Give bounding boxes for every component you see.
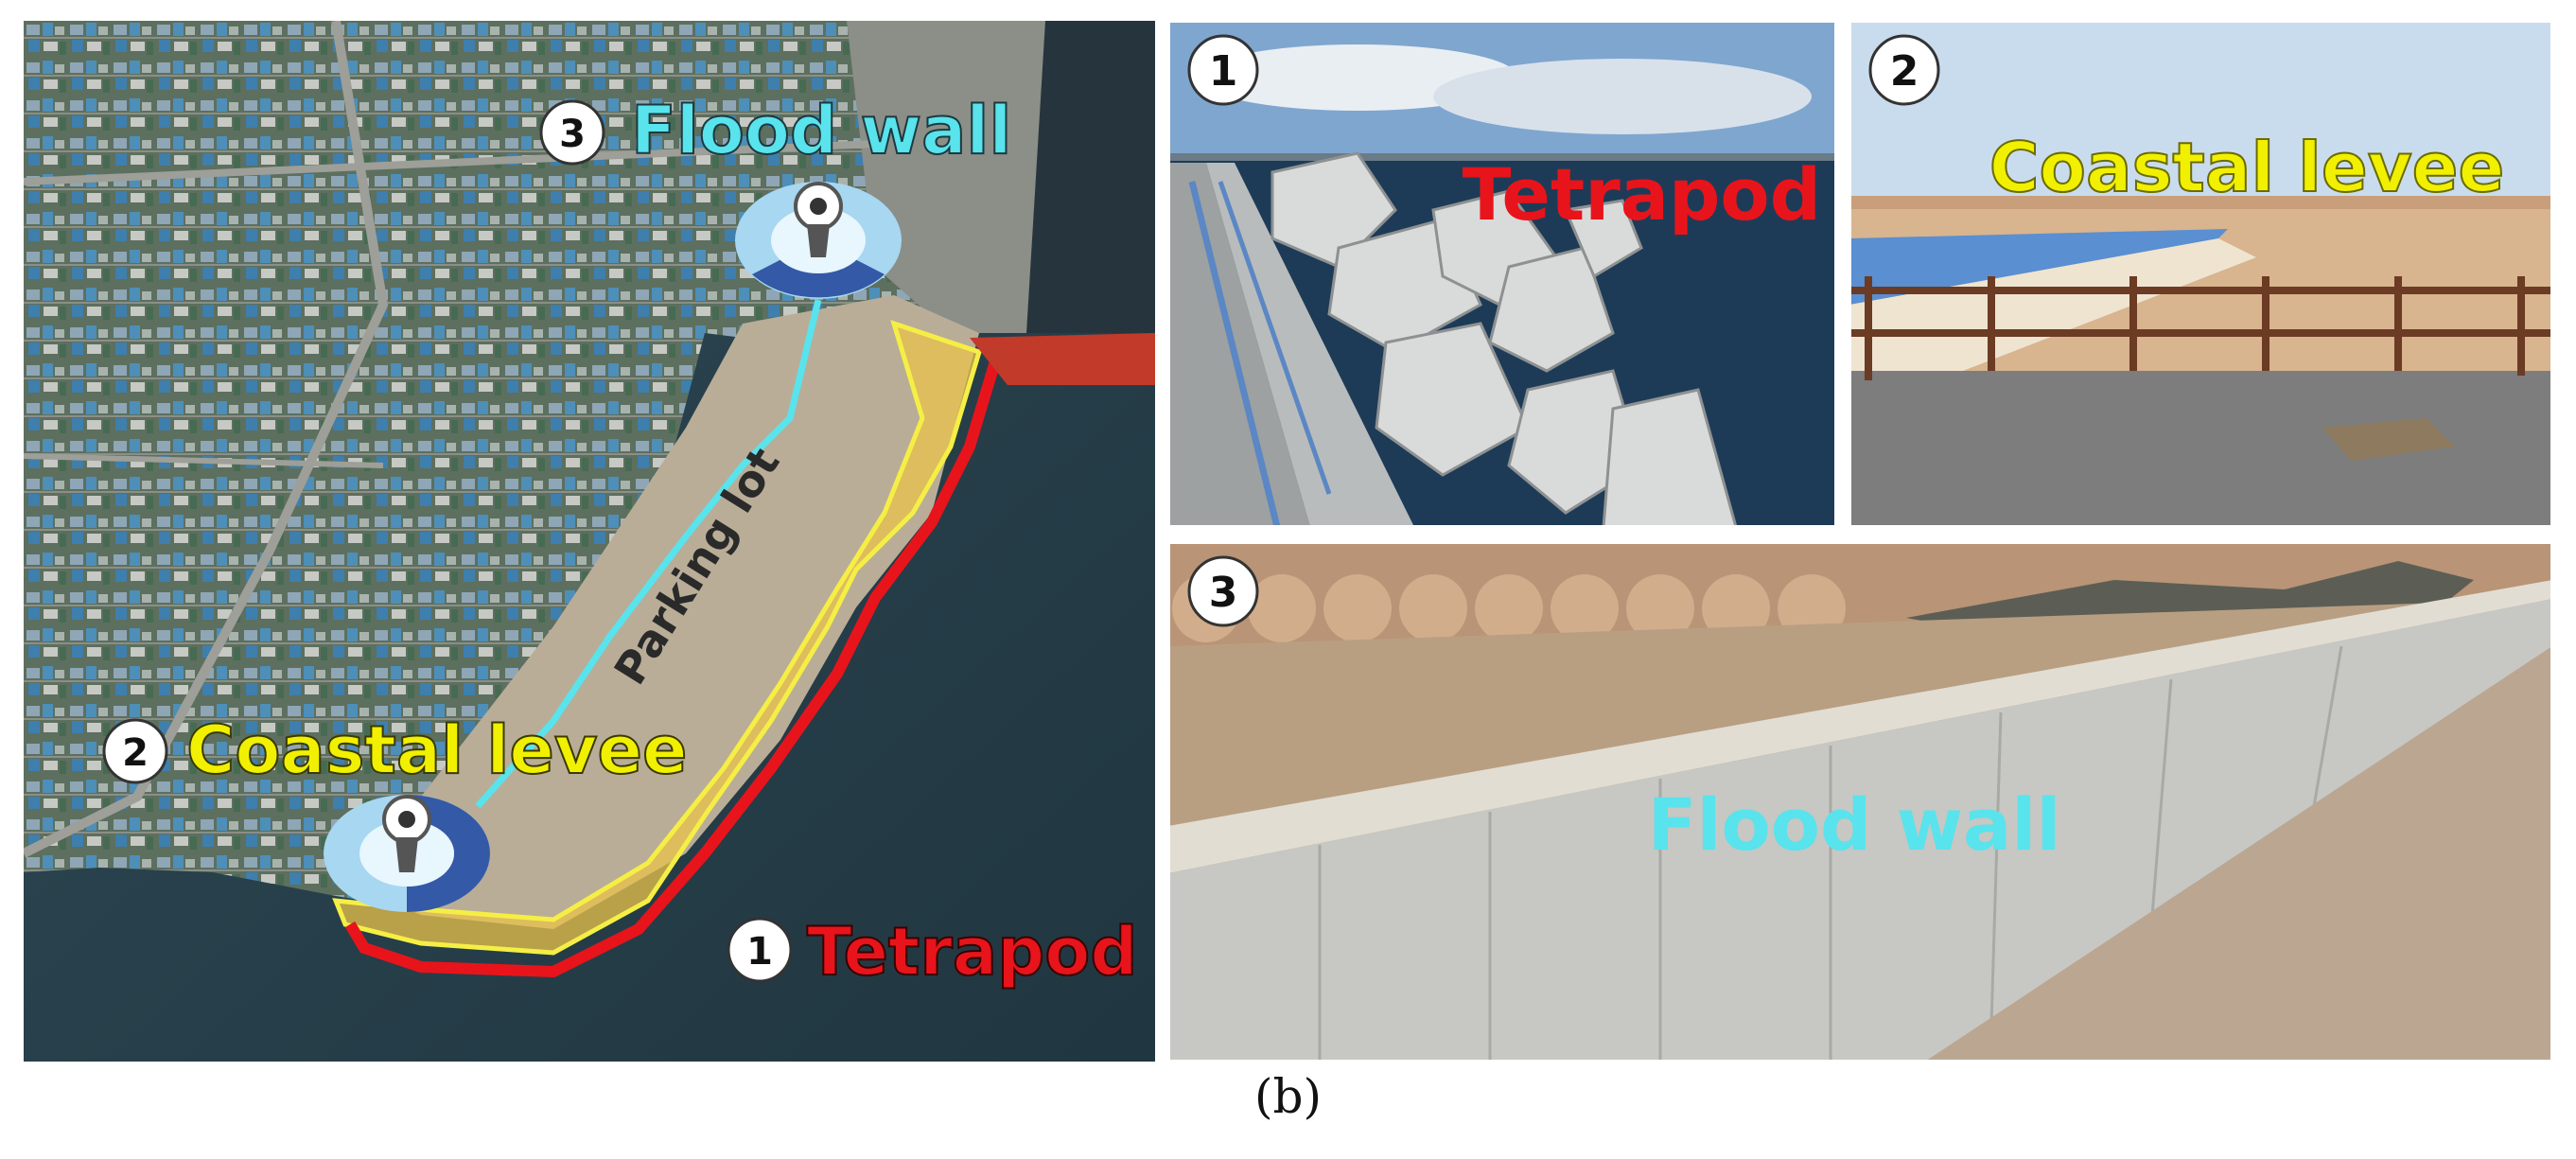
photo-1-number-badge: 1 bbox=[1187, 34, 1259, 106]
photo-label-flood-wall: Flood wall bbox=[1648, 782, 2061, 867]
svg-text:2: 2 bbox=[1890, 47, 1919, 96]
svg-text:2: 2 bbox=[122, 731, 149, 775]
photo-label-tetrapod: Tetrapod bbox=[1463, 152, 1821, 237]
map-label-tetrapod: Tetrapod bbox=[807, 913, 1137, 991]
camera-viewpoint-icon bbox=[324, 795, 490, 912]
photo-2-number-badge: 2 bbox=[1868, 34, 1940, 106]
photo-tetrapod: 1 Tetrapod bbox=[1168, 21, 1836, 527]
map-label-flood-wall: Flood wall bbox=[631, 92, 1011, 169]
photo-flood-wall: 3 Flood wall bbox=[1168, 542, 2552, 1062]
map-label-coastal-levee: Coastal levee bbox=[186, 711, 687, 789]
camera-viewpoint-icon bbox=[735, 182, 902, 299]
satellite-map: 3 2 1 Flood wall Coastal levee Tetrapod … bbox=[24, 21, 1155, 1062]
svg-text:1: 1 bbox=[1209, 47, 1238, 96]
photo-coastal-levee: 2 Coastal levee bbox=[1849, 21, 2552, 527]
svg-text:1: 1 bbox=[746, 930, 773, 974]
svg-text:3: 3 bbox=[559, 113, 586, 156]
photo-3-number-badge: 3 bbox=[1187, 555, 1259, 627]
photo-label-coastal-levee: Coastal levee bbox=[1989, 128, 2505, 207]
marker-3: 3 bbox=[539, 99, 605, 166]
marker-1: 1 bbox=[727, 917, 793, 983]
svg-text:3: 3 bbox=[1209, 569, 1238, 617]
marker-2: 2 bbox=[102, 718, 168, 784]
figure-caption: (b) bbox=[1253, 1069, 1323, 1124]
satellite-map-panel: 3 2 1 Flood wall Coastal levee Tetrapod … bbox=[24, 21, 1155, 1062]
